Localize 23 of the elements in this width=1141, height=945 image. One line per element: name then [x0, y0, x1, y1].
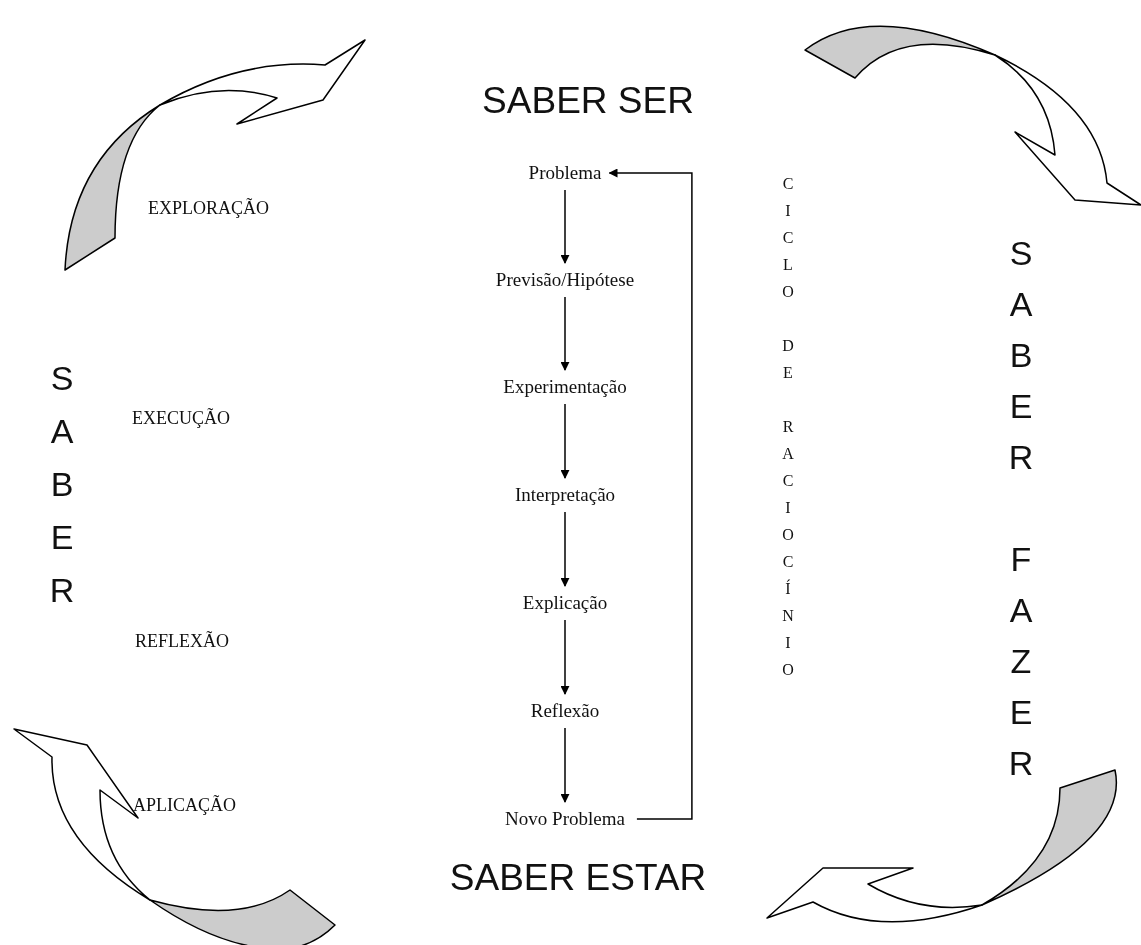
- arrow: [560, 296, 570, 371]
- step-text: Interpretação: [512, 478, 618, 512]
- arrow: [560, 189, 570, 264]
- arrow: [560, 727, 570, 803]
- arrow: [560, 403, 570, 479]
- step-text: Experimentação: [501, 370, 629, 404]
- stage-label: EXECUÇÃO: [132, 408, 230, 429]
- vertical-label: CICLO DE RACIOCÍNIO: [782, 174, 794, 680]
- heading-label: SABER SER: [482, 80, 694, 122]
- step-text: Reflexão: [528, 694, 602, 728]
- vertical-label: SABER FAZER: [1008, 233, 1034, 784]
- arrow: [560, 511, 570, 587]
- step-text: Novo Problema: [503, 802, 627, 836]
- vertical-label: SABER: [49, 358, 75, 611]
- step-text: Previsão/Hipótese: [493, 263, 637, 297]
- arrow: [560, 619, 570, 695]
- step-text: Problema: [526, 156, 604, 190]
- stage-label: APLICAÇÃO: [133, 795, 236, 816]
- heading-label: SABER ESTAR: [449, 857, 707, 899]
- stage-label: REFLEXÃO: [135, 631, 229, 652]
- step-text: Explicação: [520, 586, 610, 620]
- stage-label: EXPLORAÇÃO: [148, 198, 269, 219]
- arrow: [608, 168, 693, 820]
